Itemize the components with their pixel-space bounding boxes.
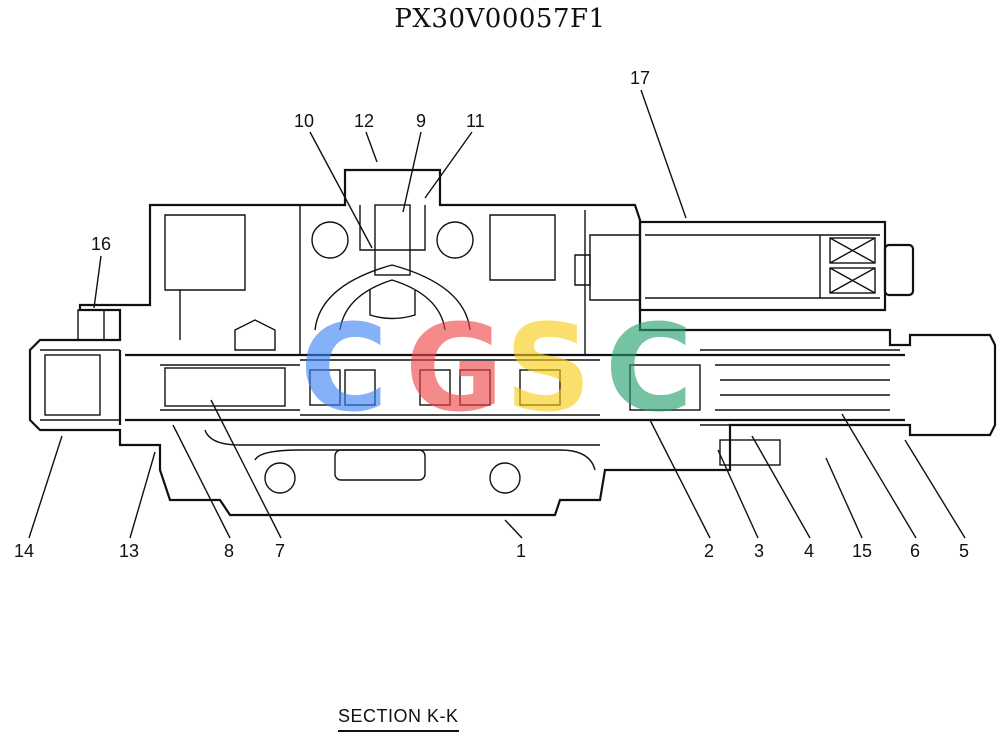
callout-14: 14 [14,541,34,561]
callout-2: 2 [704,541,714,561]
solenoid [574,220,915,312]
callout-12: 12 [354,111,374,131]
watermark-logo: C G S C [300,300,693,439]
watermark-letter-c1: C [300,300,388,439]
callout-10: 10 [294,111,314,131]
callout-11: 11 [466,111,485,131]
leader-lines [28,89,966,539]
callout-9: 9 [416,111,426,131]
callout-15: 15 [852,541,872,561]
callout-3: 3 [754,541,764,561]
diagram-title: PX30V00057F1 [394,4,606,34]
callout-17: 17 [630,68,650,88]
watermark-letter-s: S [505,300,591,439]
callout-8: 8 [224,541,234,561]
callout-labels: 10 12 9 11 17 16 14 13 8 7 1 2 3 4 15 6 … [14,68,969,561]
callout-1: 1 [516,541,526,561]
watermark-letter-g: G [405,300,504,439]
callout-7: 7 [275,541,285,561]
callout-13: 13 [119,541,139,561]
callout-4: 4 [804,541,814,561]
watermark-letter-c2: C [605,300,693,439]
callout-6: 6 [910,541,920,561]
callout-5: 5 [959,541,969,561]
callout-16: 16 [91,234,111,254]
spool-bore [125,319,905,494]
section-caption: SECTION K-K [338,706,459,732]
